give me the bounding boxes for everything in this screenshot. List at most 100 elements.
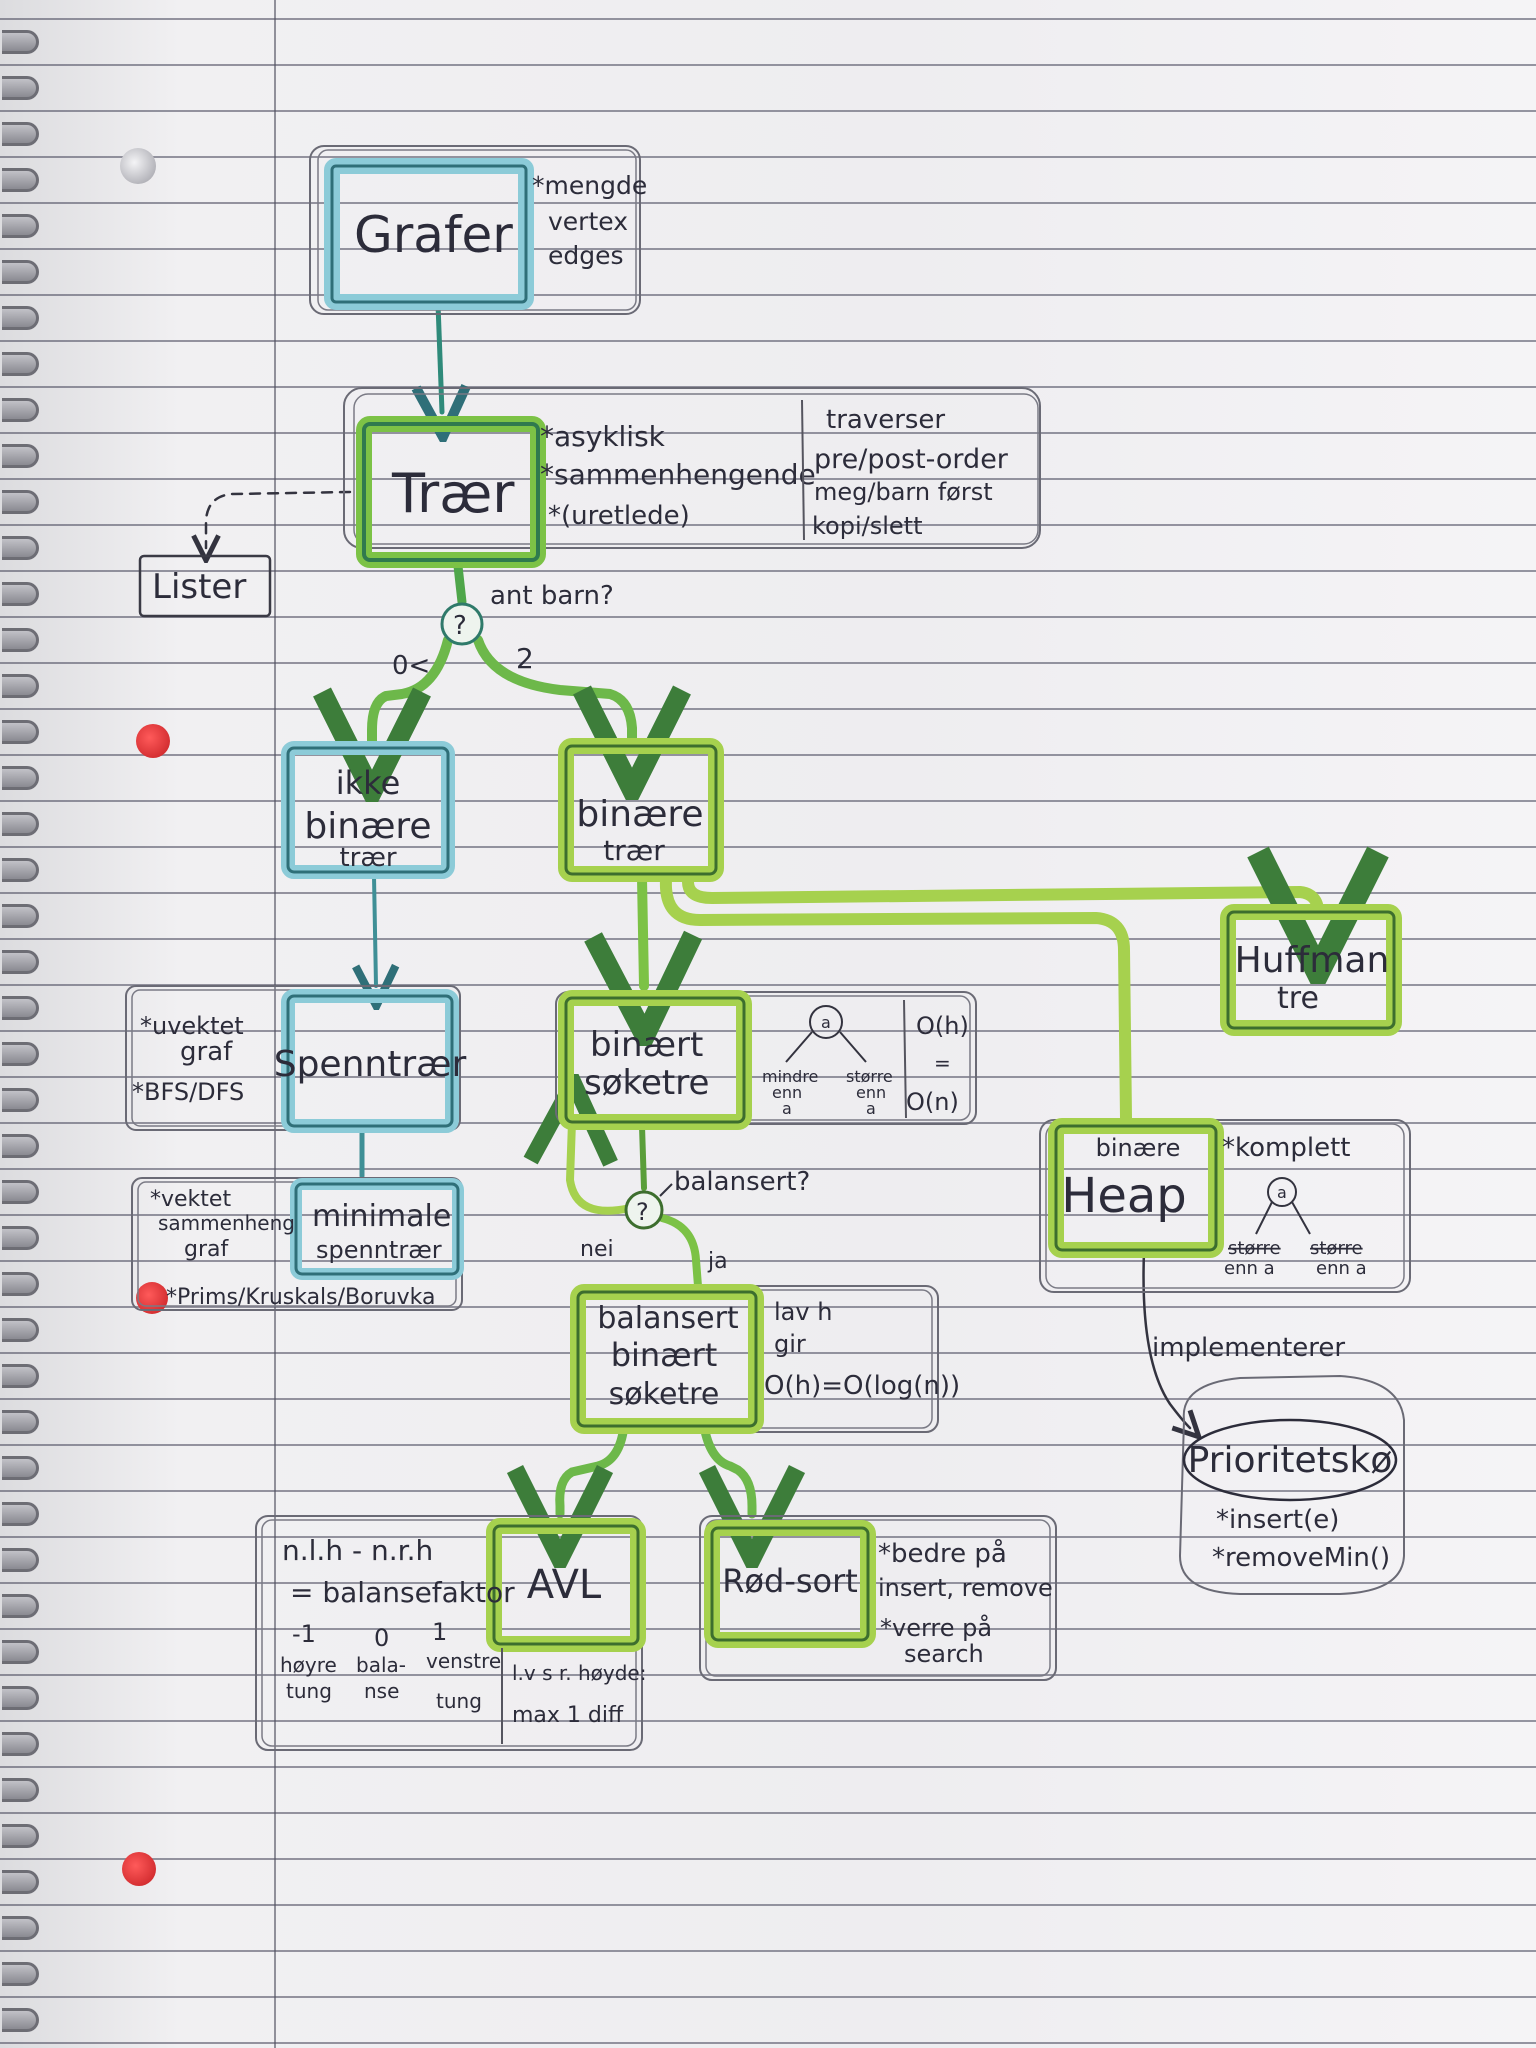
node-heap: binære Heap *komplett a større enn a stø… [1039,1118,1411,1293]
rodsort-note-3: *verre på [880,1613,992,1642]
spiral-coil [2,1318,39,1342]
red-dot [136,1282,168,1314]
edge-ja-balansert [658,1214,702,1290]
decision-balanced: ? balansert? nei ja [580,1167,810,1274]
red-dot [136,724,170,758]
spiral-coil [2,490,39,514]
traer-note-1: *asyklisk [540,420,666,453]
spiral-coil [2,904,39,928]
spiral-coil [2,950,39,974]
heap-line-2: Heap [1061,1168,1187,1224]
ikke-line-2: binære [304,806,431,847]
traer-note-2: *sammenhengende [540,458,816,491]
spiral-coil [2,1272,39,1296]
minimale-line-2: spenntrær [316,1236,442,1264]
grafer-note-3: edges [548,241,624,270]
spenntraer-note-3: *BFS/DFS [132,1078,244,1106]
bst-complexity-3: O(n) [906,1088,959,1116]
avl-value-2: 0 [374,1624,389,1652]
avl-vl-3a: venstre [426,1649,501,1673]
heap-left-2: enn a [1224,1258,1275,1279]
avl-value-3: 1 [432,1618,447,1646]
spiral-coil [2,1042,39,1066]
minimale-algorithms: *Prims/Kruskals/Boruvka [166,1285,435,1310]
spiral-coil [2,76,39,100]
spiral-coil [2,766,39,790]
bst-complexity-2: = [934,1051,951,1075]
spiral-coil [2,1226,39,1250]
traverser-line-1: pre/post-order [814,444,1009,475]
node-binaere: binære trær [558,738,724,882]
spiral-coil [2,1548,39,1572]
node-ikke-binaere: ikke binære trær [281,741,455,879]
node-minimale: minimale spenntrær *vektet sammenheng gr… [131,1177,464,1311]
prioritetsko-note-2: *removeMin() [1212,1543,1390,1573]
edge-bst-decision [639,1123,647,1191]
spiral-coil [2,398,39,422]
minimale-line-1: minimale [312,1199,451,1234]
edge-binaere-huffman [682,882,1318,912]
branch-ja-label: ja [707,1249,728,1274]
avl-rule-1: l.v s r. høyde: [512,1661,646,1685]
decision-children-label: ant barn? [490,581,614,611]
decision-balanced-label: balansert? [674,1167,810,1197]
spiral-binding [0,0,46,2048]
spiral-coil [2,996,39,1020]
rodsort-note-1: *bedre på [878,1538,1007,1569]
binaere-line-1: binære [576,794,703,835]
avl-vl-1a: høyre [280,1653,337,1677]
heap-right-2: enn a [1316,1258,1367,1279]
avl-rule-2: max 1 diff [512,1703,624,1728]
spiral-coil [2,168,39,192]
avl-formula-2: = balansefaktor [290,1576,515,1609]
branch-nei-label: nei [580,1237,614,1262]
node-huffman: Huffman tre [1220,904,1402,1036]
balansert-note-1: lav h [774,1298,832,1326]
ikke-line-1: ikke [336,764,401,802]
grafer-label: Grafer [354,206,513,264]
traverser-line-3: kopi/slett [812,512,922,540]
rodsort-note-4: search [904,1640,984,1668]
node-avl: AVL n.l.h - n.r.h = balansefaktor -1 0 1… [255,1515,646,1751]
spiral-coil [2,1180,39,1204]
spiral-coil [2,122,39,146]
connectors [206,301,1318,1514]
spiral-coil [2,214,39,238]
traer-label: Trær [391,462,515,525]
spiral-coil [2,306,39,330]
edge-traer-lister [206,490,352,548]
rodsort-note-2: insert, remove [878,1574,1053,1602]
avl-formula-1: n.l.h - n.r.h [282,1534,433,1567]
spiral-coil [2,2008,39,2032]
rodsort-label: Rød-sort [722,1562,858,1600]
edge-ikke-spenntraer [374,874,376,986]
traverser-title: traverser [826,405,945,435]
bst-right-3: a [866,1099,876,1118]
huffman-line-2: tre [1277,981,1319,1016]
node-spenntraer: Spenntrær *uvektet graf *BFS/DFS [125,985,466,1133]
margin-line [274,0,276,2048]
spiral-coil [2,674,39,698]
spiral-coil [2,582,39,606]
huffman-line-1: Huffman [1235,940,1390,981]
edge-decision-ikke [372,635,453,742]
branch-left-label: 0< [392,651,430,681]
decision-balanced-symbol: ? [636,1198,649,1226]
spiral-coil [2,444,39,468]
spiral-coil [2,812,39,836]
bst-left-2: enn [772,1083,802,1102]
edge-traer-decision [453,561,467,607]
bst-left-1: mindre [762,1067,818,1086]
avl-label: AVL [527,1562,602,1608]
spiral-coil [2,720,39,744]
node-binaert-soketre: binært søketre a mindre enn a større enn… [555,990,977,1130]
ikke-line-3: trær [339,843,396,873]
heap-node-symbol: a [1277,1183,1287,1202]
lister-label: Lister [152,567,246,607]
edge-grafer-traer [438,301,442,412]
edge-balansert-rodsort [704,1421,752,1514]
grafer-note-2: vertex [548,207,628,236]
spiral-coil [2,352,39,376]
